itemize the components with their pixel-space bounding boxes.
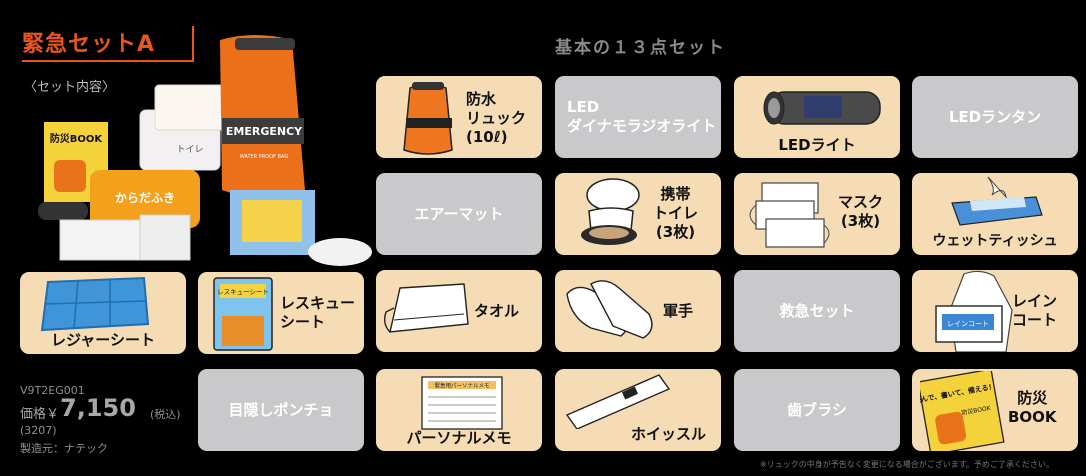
tile-disaster-book: 読んで、書いて、備える！ 防災BOOK 防災 BOOK <box>912 369 1078 451</box>
memo-icon: 緊急用パーソナルメモ <box>421 376 503 430</box>
personal-memo-label: パーソナルメモ <box>406 429 512 447</box>
gloves-icon <box>566 280 653 339</box>
product-code: V9T2EG001 <box>20 384 85 397</box>
towel-label: タオル <box>474 302 520 320</box>
led-light-label: LEDライト <box>778 136 856 154</box>
rescue-sheet-icon: レスキューシート <box>213 277 273 351</box>
work-gloves-label: 軍手 <box>663 302 694 320</box>
raincoat-label: レイン コート <box>1012 292 1058 329</box>
rescue-sheet-label: レスキュー シート <box>280 294 356 331</box>
tile-work-gloves: 軍手 <box>555 270 721 352</box>
price-label: 価格￥ <box>20 407 60 422</box>
title-underline <box>22 60 192 62</box>
tile-blind-poncho: 目隠しポンチョ <box>198 369 364 451</box>
whistle-icon <box>565 374 671 429</box>
raincoat-tag-text: レインコート <box>947 320 989 328</box>
tile-mask: マスク (3枚) <box>734 173 900 255</box>
leisure-sheet-icon <box>40 276 150 332</box>
tile-wet-tissue: ウェットティッシュ <box>912 173 1078 255</box>
tile-raincoat: レインコート レイン コート <box>912 270 1078 352</box>
book-cover-text: 防災BOOK <box>50 132 104 145</box>
set-contents-label: 〈セット内容〉 <box>24 80 116 95</box>
set-title: 緊急セットA <box>22 32 156 57</box>
leisure-sheet-label: レジャーシート <box>51 331 155 349</box>
raincoat-icon: レインコート <box>935 270 1013 352</box>
wet-tissue-label: ウェットティッシュ <box>932 233 1058 249</box>
tile-personal-memo: 緊急用パーソナルメモ パーソナルメモ <box>376 369 542 451</box>
backpack-icon <box>403 82 453 155</box>
led-radio-light-label: LED ダイナモラジオライト <box>567 98 717 135</box>
tile-air-mat: エアーマット <box>376 173 542 255</box>
price-value: 7,150 <box>60 394 136 422</box>
toilet-icon <box>581 178 640 245</box>
disaster-book-label: 防災 BOOK <box>1008 389 1057 426</box>
tile-led-light: LEDライト <box>734 76 900 158</box>
wipes-text: からだふき <box>115 191 175 205</box>
wet-tissue-icon <box>951 176 1043 226</box>
first-aid-label: 救急セット <box>779 302 855 320</box>
flashlight-icon <box>763 91 881 125</box>
towel-icon <box>383 283 469 333</box>
mask-label: マスク (3枚) <box>838 193 884 230</box>
backpack-label: 防水 リュック (10ℓ) <box>466 90 527 146</box>
section-heading: 基本の１３点セット <box>555 38 726 58</box>
rescue-tag-text: レスキューシート <box>217 288 269 296</box>
book-icon: 読んで、書いて、備える！ 防災BOOK <box>920 371 1005 451</box>
bag-brand-text: EMERGENCY <box>226 125 303 138</box>
product-photo: トイレ EMERGENCY WATER PROOF BAG 防災BOOK からだ… <box>38 35 372 266</box>
whistle-label: ホイッスル <box>631 425 707 443</box>
tile-first-aid: 救急セット <box>734 270 900 352</box>
memo-title-text: 緊急用パーソナルメモ <box>434 382 489 390</box>
toilet-pack-label: トイレ <box>176 145 203 155</box>
portable-toilet-label: 携帯 トイレ (3枚) <box>653 185 699 241</box>
tile-backpack: 防水 リュック (10ℓ) <box>376 76 542 158</box>
title-divider <box>192 26 194 62</box>
mask-icon <box>749 182 830 248</box>
toothbrush-label: 歯ブラシ <box>787 401 847 419</box>
footnote: ※リュックの中身が予告なく変更になる場合がございます。予めご了承ください。 <box>760 460 1054 469</box>
bag-sub-text: WATER PROOF BAG <box>240 154 289 160</box>
tile-toothbrush: 歯ブラシ <box>734 369 900 451</box>
tax-label: (税込) <box>150 408 181 421</box>
led-lantern-label: LEDランタン <box>948 108 1042 126</box>
tile-whistle: ホイッスル <box>555 369 721 451</box>
blind-poncho-label: 目隠しポンチョ <box>228 401 334 419</box>
tile-rescue-sheet: レスキューシート レスキュー シート <box>198 272 364 354</box>
tile-towel: タオル <box>376 270 542 352</box>
air-mat-label: エアーマット <box>414 205 504 223</box>
product-sub-code: (3207) <box>20 424 57 437</box>
tile-portable-toilet: 携帯 トイレ (3枚) <box>555 173 721 255</box>
tile-led-lantern: LEDランタン <box>912 76 1078 158</box>
maker: 製造元：ナテック <box>20 442 108 455</box>
tile-leisure-sheet: レジャーシート <box>20 272 186 354</box>
tile-led-radio-light: LED ダイナモラジオライト <box>555 76 721 158</box>
